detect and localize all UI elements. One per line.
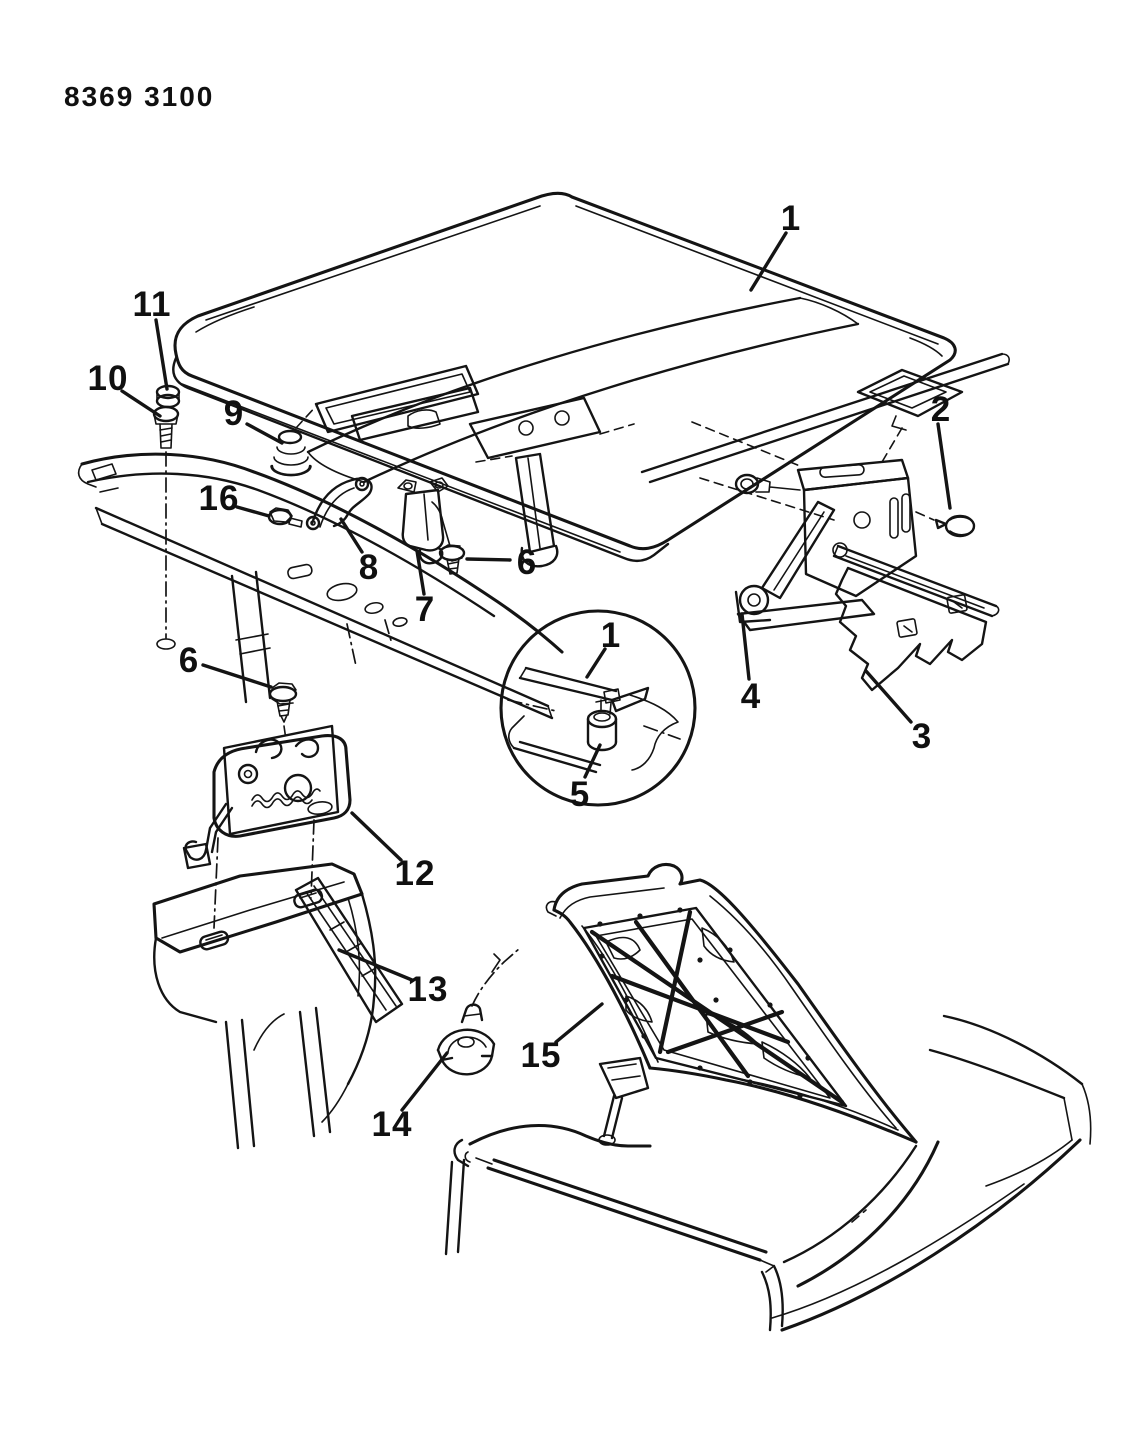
callout-14-leader — [400, 1051, 449, 1112]
callout-11-leader — [154, 318, 169, 391]
callout-12-leader — [350, 811, 403, 862]
callout-2-label: 2 — [931, 390, 951, 429]
callout-13-leader — [337, 948, 414, 982]
callout-1-inset-label: 1 — [601, 616, 621, 655]
callout-14-label: 14 — [372, 1105, 413, 1144]
callout-1-leader — [749, 231, 788, 292]
latch-support-bracket-art — [152, 862, 404, 1150]
hinge-assembly-art — [691, 421, 976, 632]
callout-3-label: 3 — [912, 717, 932, 756]
inset-detail-circle — [499, 609, 697, 807]
callout-5-label: 5 — [570, 775, 590, 814]
callout-15-label: 15 — [521, 1036, 562, 1075]
callout-10-leader — [120, 389, 162, 418]
retainer-clip-art — [436, 947, 521, 1076]
callout-1-label: 1 — [781, 199, 801, 238]
callout-16-leader — [235, 505, 271, 518]
hood-latch-reinforcement — [314, 364, 635, 568]
callout-6a-leader — [465, 557, 512, 562]
callout-4-leader — [740, 612, 751, 681]
bolt-10 — [152, 405, 180, 650]
callout-labels: 1 2 3 4 5 1 6 6 7 8 9 10 11 12 13 14 15 … — [88, 199, 951, 1144]
cowl-side-panel-art — [832, 544, 1000, 692]
callout-6a-label: 6 — [517, 543, 537, 582]
callout-16-label: 16 — [199, 479, 240, 518]
callout-8-label: 8 — [359, 548, 379, 587]
car-front-art — [444, 1014, 1092, 1332]
bolt-2 — [915, 511, 976, 538]
callout-9-leader — [245, 422, 284, 445]
callout-4-label: 4 — [741, 677, 761, 716]
callout-12-label: 12 — [395, 854, 436, 893]
callout-13-label: 13 — [408, 970, 449, 1009]
spring-cushion-9 — [270, 403, 319, 477]
callout-leaders — [120, 231, 952, 1112]
callout-6b-label: 6 — [179, 641, 199, 680]
callout-8-leader — [339, 517, 364, 554]
cowl-assembly-art — [77, 384, 564, 720]
screw-16 — [267, 507, 303, 528]
callout-7-label: 7 — [415, 590, 435, 629]
callout-10-label: 10 — [88, 359, 129, 398]
callout-15-leader — [554, 1002, 604, 1044]
screw-6-cowl — [431, 501, 466, 575]
hood-panel-art — [172, 191, 1010, 568]
callout-1-inset-leader — [585, 647, 607, 679]
screw-6-latch — [268, 682, 298, 741]
support-link-8 — [305, 476, 373, 531]
safety-catch-7 — [397, 477, 449, 565]
hood-latch-art — [182, 682, 352, 929]
open-hood-art — [545, 862, 918, 1146]
callout-3-leader — [864, 669, 913, 724]
callout-2-leader — [936, 422, 952, 510]
callout-5-leader — [583, 743, 602, 779]
hood-rear-flange — [640, 352, 1010, 521]
callout-11-label: 11 — [133, 285, 172, 324]
insulation-pad-15 — [582, 906, 848, 1108]
callout-7-leader — [415, 549, 426, 596]
hood-bumper-5 — [586, 699, 618, 752]
callout-9-label: 9 — [224, 394, 244, 433]
drawing-number: 8369 3100 — [64, 81, 214, 112]
callout-6b-leader — [201, 663, 273, 689]
